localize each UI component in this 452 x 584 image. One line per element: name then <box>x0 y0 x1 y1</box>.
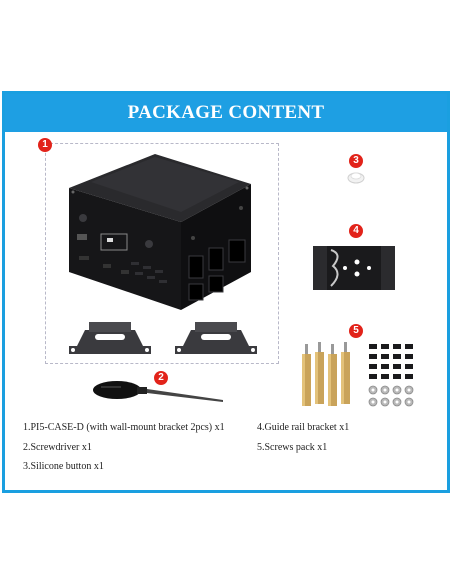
rail-bracket-icon <box>313 246 395 290</box>
page-title: PACKAGE CONTENT <box>127 102 325 123</box>
screwdriver-icon <box>93 381 223 402</box>
badge-2: 2 <box>154 371 168 385</box>
item-caption-3: 3.Silicone button x1 <box>23 461 104 472</box>
package-content-frame: PACKAGE CONTENT 1 <box>2 91 450 493</box>
item-caption-1: 1.PI5-CASE-D (with wall-mount bracket 2p… <box>23 422 225 433</box>
badge-5: 5 <box>349 324 363 338</box>
header-banner: PACKAGE CONTENT <box>5 94 447 132</box>
badge-1: 1 <box>38 138 52 152</box>
badge-3: 3 <box>349 154 363 168</box>
wall-bracket-left-icon <box>69 322 151 354</box>
item-caption-4: 4.Guide rail bracket x1 <box>257 422 350 433</box>
item-caption-5: 5.Screws pack x1 <box>257 442 328 453</box>
wall-bracket-right-icon <box>175 322 257 354</box>
case-icon <box>69 154 251 310</box>
item-caption-2: 2.Screwdriver x1 <box>23 442 92 453</box>
case-area <box>45 143 279 364</box>
badge-4: 4 <box>349 224 363 238</box>
silicone-button-icon <box>347 172 365 184</box>
screws-pack-icon <box>302 342 414 407</box>
